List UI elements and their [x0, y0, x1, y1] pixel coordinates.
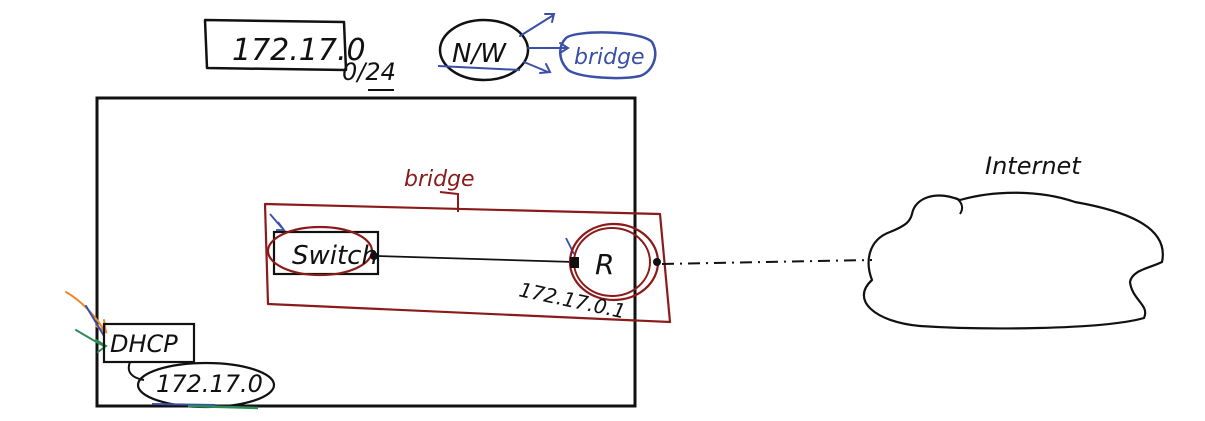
bridge-label: bridge	[404, 167, 475, 192]
subnet-box	[203, 18, 348, 72]
network-type-box	[559, 31, 657, 80]
cloud-inner-tick	[955, 197, 964, 215]
network-label: N/W	[452, 39, 507, 69]
cloud-outline	[862, 191, 1164, 330]
network-ellipse	[438, 18, 530, 82]
subnet-mask-label: 0/24	[342, 58, 396, 86]
router-left-port	[570, 257, 579, 268]
network-underline	[437, 65, 521, 71]
switch-red-ellipse	[266, 225, 374, 277]
dhcp-box	[102, 322, 196, 364]
dhcp-orange-arrow	[65, 291, 108, 334]
switch-label: Switch	[292, 241, 378, 271]
router-right-port	[653, 258, 661, 266]
dhcp-ip-green-underline	[187, 404, 259, 410]
arrow-to-bridge-lower	[523, 61, 552, 74]
router-label: R	[595, 248, 614, 281]
switch-router-link	[377, 255, 575, 263]
internet-link	[661, 259, 873, 265]
network-annotation: N/W bridge	[437, 13, 657, 82]
subnet-ip-label: 172.17.0	[232, 33, 366, 68]
arrow-to-bridge-upper	[519, 13, 556, 37]
dhcp-ip-label: 172.17.0	[156, 370, 263, 398]
dhcp-label: DHCP	[110, 330, 178, 358]
internet-label: Internet	[985, 152, 1082, 180]
dhcp-green-arrow	[75, 329, 108, 353]
subnet-annotation: 172.17.0 0/24	[203, 18, 396, 91]
host-boundary	[95, 96, 637, 408]
bridge-box	[263, 202, 672, 324]
bridge-underline	[439, 191, 459, 212]
router-node: R 172.17.0.1	[517, 222, 661, 323]
dhcp-blue-arrow	[85, 305, 105, 337]
switch-blue-tick	[269, 213, 286, 231]
switch-port	[370, 252, 378, 260]
switch-node: Switch	[266, 213, 380, 277]
network-type-label: bridge	[574, 45, 645, 70]
dhcp-ip-blue-underline	[151, 403, 216, 406]
dhcp-node: DHCP 172.17.0	[65, 291, 276, 410]
internet-cloud: Internet	[862, 152, 1164, 330]
